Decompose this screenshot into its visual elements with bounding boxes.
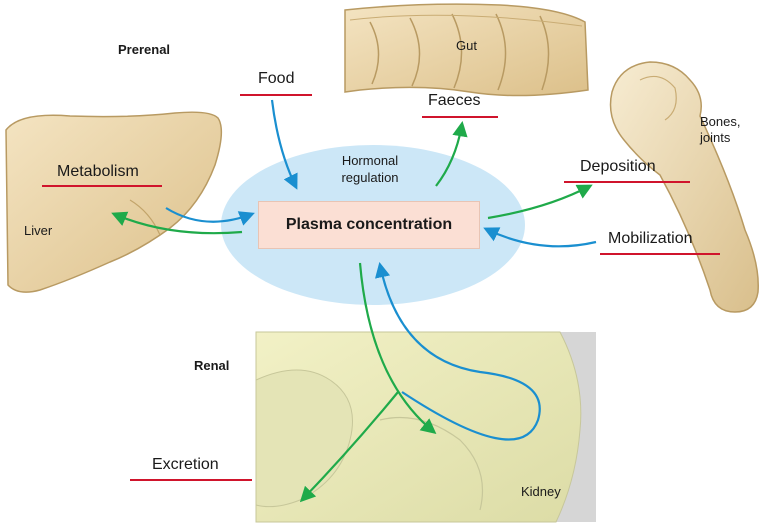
deposition-label: Deposition <box>580 158 656 176</box>
hormonal-regulation-label: Hormonal regulation <box>320 152 420 186</box>
liver-illustration <box>6 112 221 292</box>
hormonal-line-1: Hormonal <box>320 152 420 169</box>
deposition-underline <box>564 181 690 183</box>
metabolism-label: Metabolism <box>57 163 139 181</box>
faeces-label: Faeces <box>428 92 480 110</box>
prerenal-label: Prerenal <box>118 42 170 57</box>
faeces-underline <box>422 116 498 118</box>
kidney-label: Kidney <box>521 484 561 499</box>
plasma-concentration-box: Plasma concentration <box>258 201 480 249</box>
excretion-label: Excretion <box>152 456 219 474</box>
gut-label: Gut <box>456 38 477 53</box>
liver-label: Liver <box>24 223 52 238</box>
metabolism-underline <box>42 185 162 187</box>
plasma-concentration-label: Plasma concentration <box>286 216 452 234</box>
bones-line-2: joints <box>700 130 740 146</box>
bone-illustration <box>611 62 759 312</box>
hormonal-line-2: regulation <box>320 169 420 186</box>
excretion-underline <box>130 479 252 481</box>
mobilization-underline <box>600 253 720 255</box>
bones-joints-label: Bones, joints <box>700 114 740 146</box>
food-underline <box>240 94 312 96</box>
food-label: Food <box>258 70 294 88</box>
mobilization-label: Mobilization <box>608 230 692 248</box>
bones-line-1: Bones, <box>700 114 740 130</box>
renal-label: Renal <box>194 358 229 373</box>
